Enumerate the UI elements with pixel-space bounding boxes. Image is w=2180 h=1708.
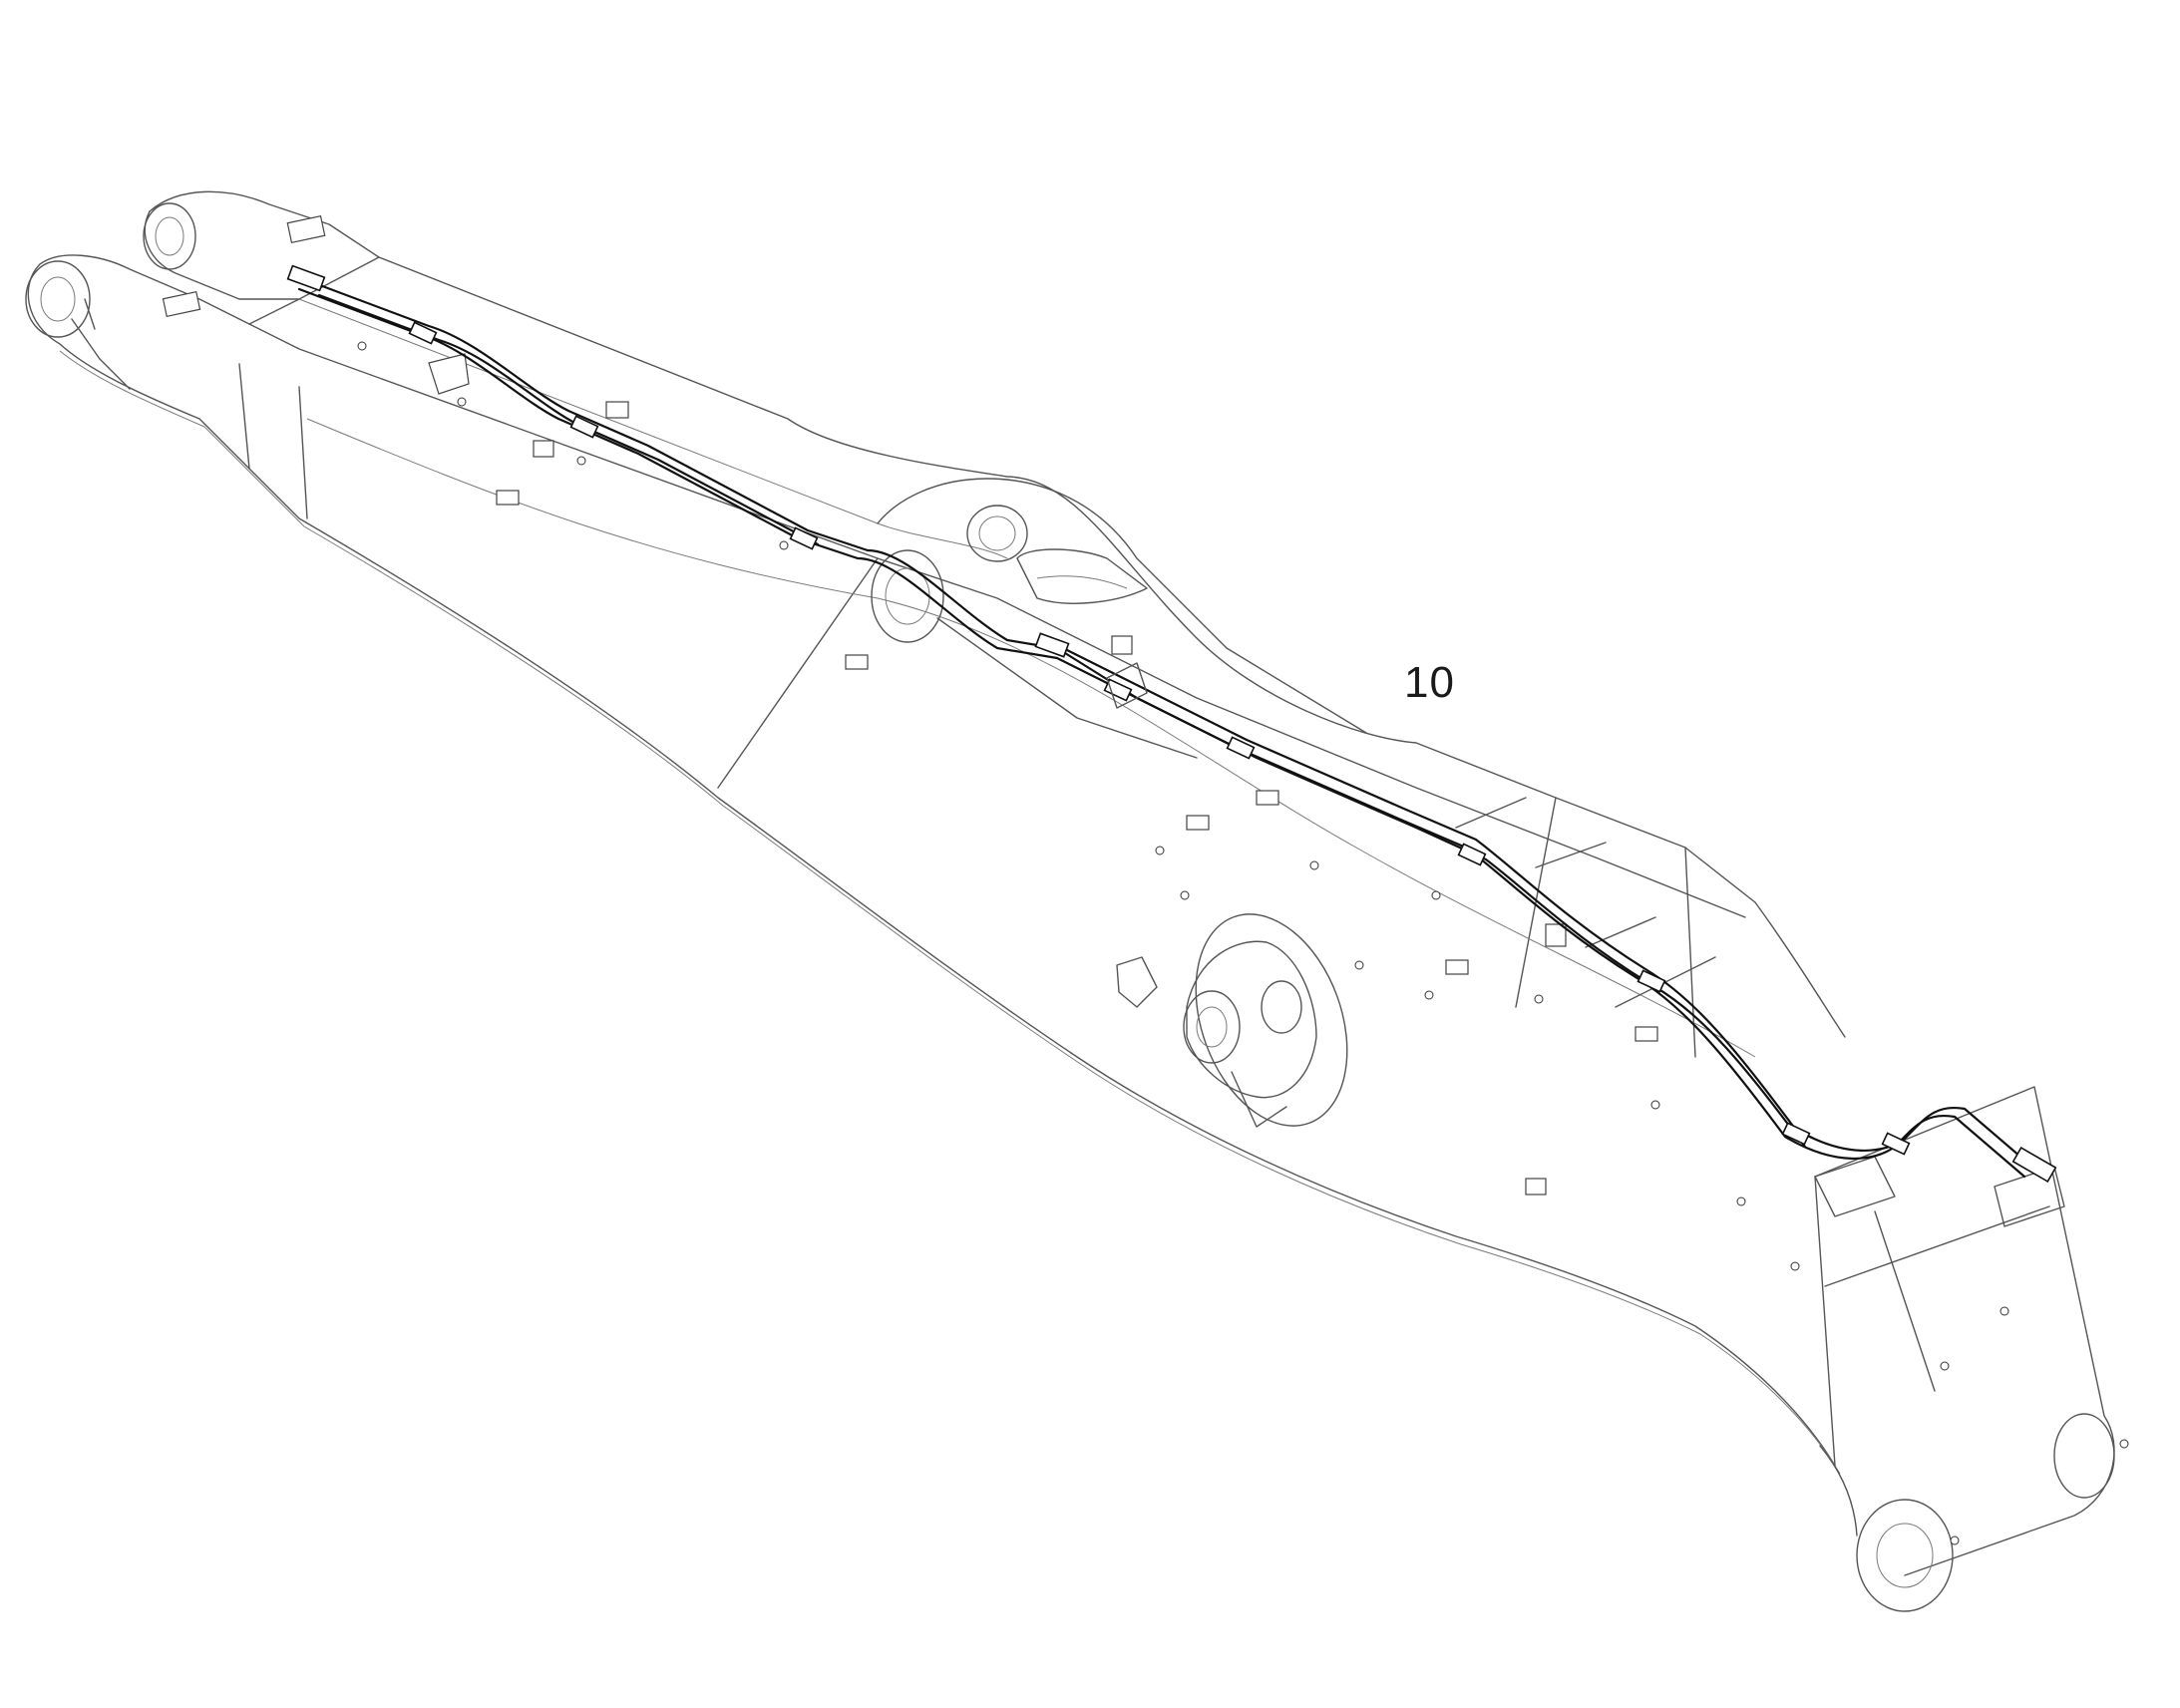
hydraulic-lines — [286, 264, 2057, 1184]
callout-label: 10 — [1404, 658, 1455, 707]
mid-bracket — [871, 478, 1367, 759]
fork-end — [25, 202, 326, 390]
mounting-pads — [428, 353, 1658, 1196]
foot-boss — [1116, 913, 1348, 1128]
boom-body — [27, 190, 1846, 1475]
fasteners — [357, 341, 2129, 1545]
tip-end — [1814, 1086, 2115, 1612]
